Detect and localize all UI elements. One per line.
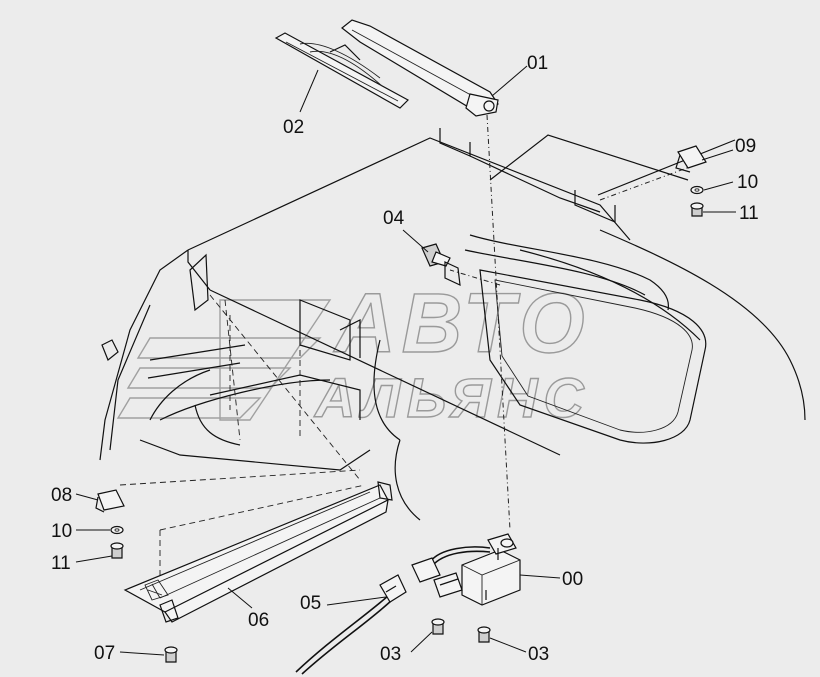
alignment-lines [119,114,696,610]
watermark: АВТО АЛЬЯНС [116,275,591,430]
cab-outline [99,128,806,521]
callout-11-left: 11 [51,553,71,574]
wire-harness [295,574,407,675]
wiper-arm [341,19,499,117]
callout-03-left: 03 [380,644,401,665]
callout-11-right: 11 [739,203,759,224]
watermark-line1: АВТО [333,276,591,370]
callout-01: 01 [527,53,548,74]
washer-nozzle [421,243,461,286]
cover-panel [123,481,393,623]
callout-02: 02 [283,117,304,138]
callout-09: 09 [735,136,756,157]
callout-06: 06 [248,610,269,631]
stripes-logo-icon [116,299,332,421]
right-bracket-set [675,145,707,217]
wiper-blade [274,32,409,109]
leader-lines [75,65,736,656]
screw-07 [164,646,178,663]
callout-10-left: 10 [51,521,72,542]
left-bracket-set [95,489,125,559]
bolts-03 [431,618,491,643]
callout-05: 05 [300,593,321,614]
callout-04: 04 [383,208,405,229]
wiper-motor [411,533,521,606]
callout-08: 08 [51,485,72,506]
callout-07: 07 [94,643,115,664]
callout-10-right: 10 [737,172,758,193]
watermark-line2: АЛЬЯНС [313,366,590,429]
callout-labels: 01 02 04 09 10 11 08 10 11 07 05 06 00 0… [51,53,759,665]
callout-00: 00 [562,569,583,590]
callout-03-right: 03 [528,644,549,665]
